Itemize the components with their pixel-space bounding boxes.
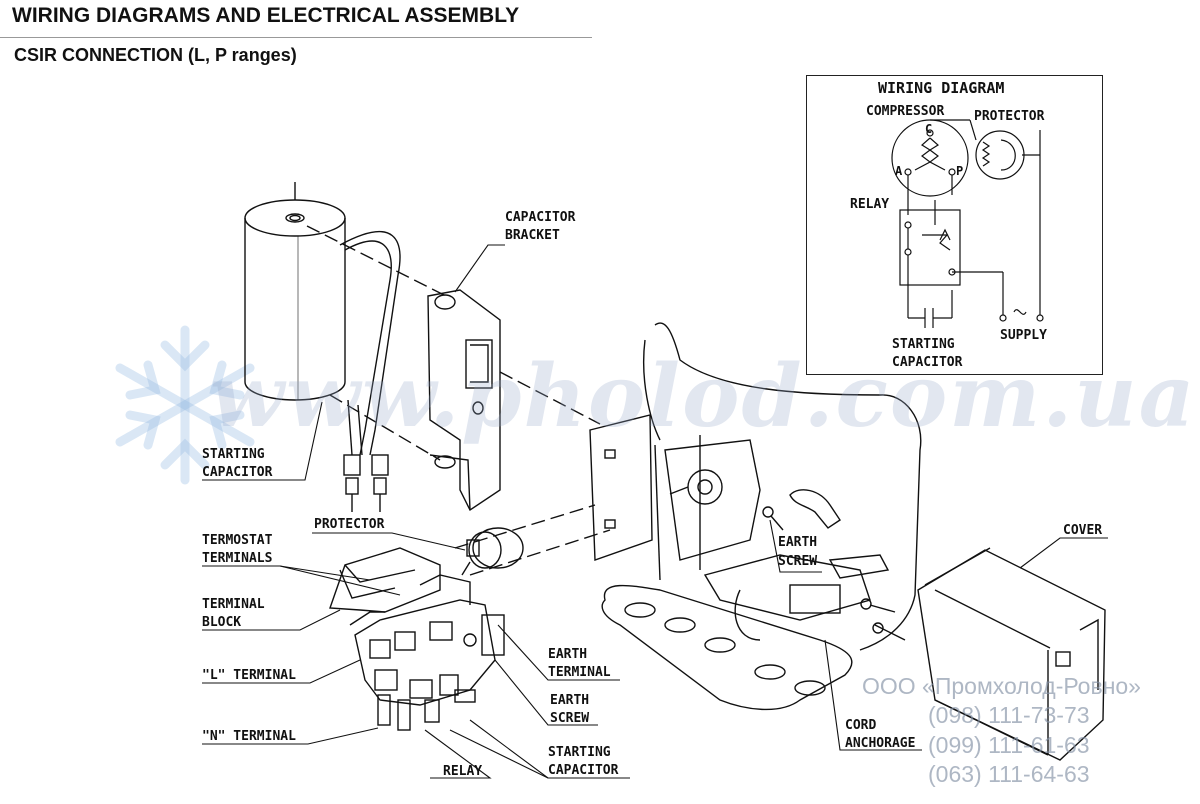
label-terminal-block-2: BLOCK xyxy=(202,615,241,630)
label-termostat-terminals-2: TERMINALS xyxy=(202,551,273,566)
label-cord-anchorage: CORD xyxy=(845,718,876,733)
terminal-block-drawing xyxy=(329,547,505,731)
wiring-schematic xyxy=(891,119,1044,328)
page-title: WIRING DIAGRAMS AND ELECTRICAL ASSEMBLY xyxy=(12,4,520,27)
label-starting-capacitor-b: STARTING xyxy=(548,745,611,760)
watermark-phone-1: (098) 111-73-73 xyxy=(928,702,1090,728)
label-capacitor-bracket: CAPACITOR xyxy=(505,210,576,225)
label-earth-screw-2: SCREW xyxy=(550,711,589,726)
title-divider xyxy=(0,37,592,38)
label-earth-terminal-2: TERMINAL xyxy=(548,665,611,680)
label-earth-terminal: EARTH xyxy=(548,647,587,662)
watermark-site: www.pholod.com.ua xyxy=(210,346,1197,447)
label-relay: RELAY xyxy=(443,764,482,779)
label-starting-capacitor-b-2: CAPACITOR xyxy=(548,763,619,778)
watermark-phone-3: (063) 111-64-63 xyxy=(928,761,1090,787)
protector-drawing xyxy=(461,527,524,576)
wiring-compressor-label: COMPRESSOR xyxy=(866,104,944,119)
wiring-pin-p: P xyxy=(956,164,963,178)
label-earth-screw-c: EARTH xyxy=(778,535,817,550)
wiring-relay-label: RELAY xyxy=(850,197,889,212)
starting-capacitor-drawing xyxy=(244,182,451,512)
wiring-pin-a: A xyxy=(895,164,903,178)
label-earth-screw-c-2: SCREW xyxy=(778,554,817,569)
label-cord-anchorage-2: ANCHORAGE xyxy=(845,736,915,751)
label-termostat-terminals: TERMOSTAT xyxy=(202,533,273,548)
wiring-diagram-title: WIRING DIAGRAM xyxy=(878,79,1004,97)
compressor-drawing xyxy=(589,322,922,711)
label-starting-capacitor-2: CAPACITOR xyxy=(202,465,273,480)
label-capacitor-bracket-2: BRACKET xyxy=(505,228,560,243)
snowflake-watermark-icon xyxy=(115,325,255,485)
cover-drawing xyxy=(917,547,1106,761)
label-l-terminal: "L" TERMINAL xyxy=(202,668,296,683)
label-terminal-block: TERMINAL xyxy=(202,597,265,612)
wiring-supply-label: SUPPLY xyxy=(1000,328,1047,343)
watermark-phone-2: (099) 111-61-63 xyxy=(928,732,1090,758)
label-earth-screw: EARTH xyxy=(550,693,589,708)
label-n-terminal: "N" TERMINAL xyxy=(202,729,296,744)
label-starting-capacitor: STARTING xyxy=(202,447,265,462)
watermark-company: ООО «Промхолод-Ровно» xyxy=(862,673,1141,699)
label-protector: PROTECTOR xyxy=(314,517,385,532)
label-cover: COVER xyxy=(1063,523,1102,538)
wiring-capacitor-label: CAPACITOR xyxy=(892,355,963,370)
wiring-diagram-box xyxy=(806,75,1103,375)
wiring-starting-label: STARTING xyxy=(892,337,955,352)
wiring-pin-c: C xyxy=(925,122,932,136)
wiring-protector-label: PROTECTOR xyxy=(974,109,1045,124)
page-subtitle: CSIR CONNECTION (L, P ranges) xyxy=(14,45,297,65)
leader-lines xyxy=(202,244,1108,779)
